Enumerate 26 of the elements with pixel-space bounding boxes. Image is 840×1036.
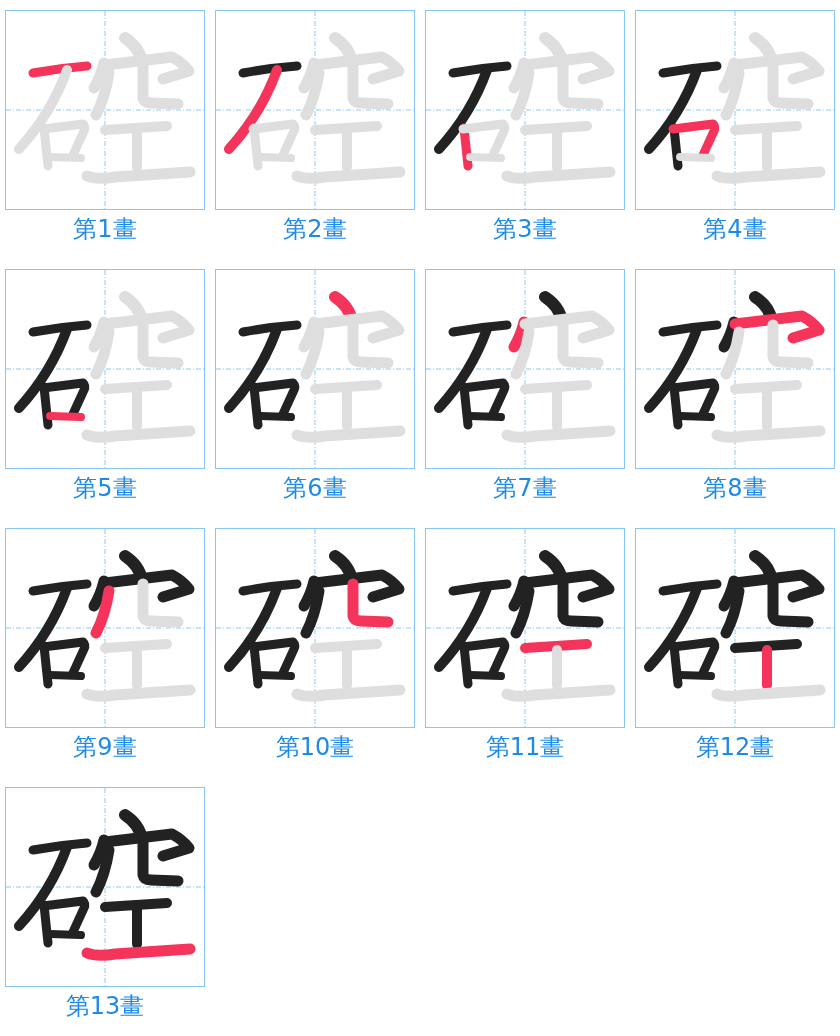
stroke-order-panel <box>215 528 415 728</box>
stroke-order-panel <box>425 269 625 469</box>
stroke-number-caption: 第1畫 <box>73 215 137 243</box>
stroke-number-caption: 第8畫 <box>703 474 767 502</box>
stroke-order-panel <box>5 787 205 987</box>
stroke-order-panel <box>425 528 625 728</box>
stroke-number-caption: 第13畫 <box>65 992 145 1020</box>
stroke-order-panel <box>635 269 835 469</box>
stroke-number-caption: 第3畫 <box>493 215 557 243</box>
stroke-order-panel <box>215 10 415 210</box>
stroke-order-panel <box>635 10 835 210</box>
stroke-number-caption: 第11畫 <box>485 733 565 761</box>
stroke-number-caption: 第9畫 <box>73 733 137 761</box>
stroke-order-panel <box>5 528 205 728</box>
stroke-number-caption: 第10畫 <box>275 733 355 761</box>
stroke-number-caption: 第4畫 <box>703 215 767 243</box>
stroke-order-panel <box>635 528 835 728</box>
stroke-order-panel <box>215 269 415 469</box>
stroke-number-caption: 第2畫 <box>283 215 347 243</box>
stroke-number-caption: 第5畫 <box>73 474 137 502</box>
stroke-order-panel <box>5 269 205 469</box>
stroke-order-panel <box>425 10 625 210</box>
stroke-order-panel <box>5 10 205 210</box>
stroke-number-caption: 第12畫 <box>695 733 775 761</box>
stroke-number-caption: 第6畫 <box>283 474 347 502</box>
stroke-number-caption: 第7畫 <box>493 474 557 502</box>
